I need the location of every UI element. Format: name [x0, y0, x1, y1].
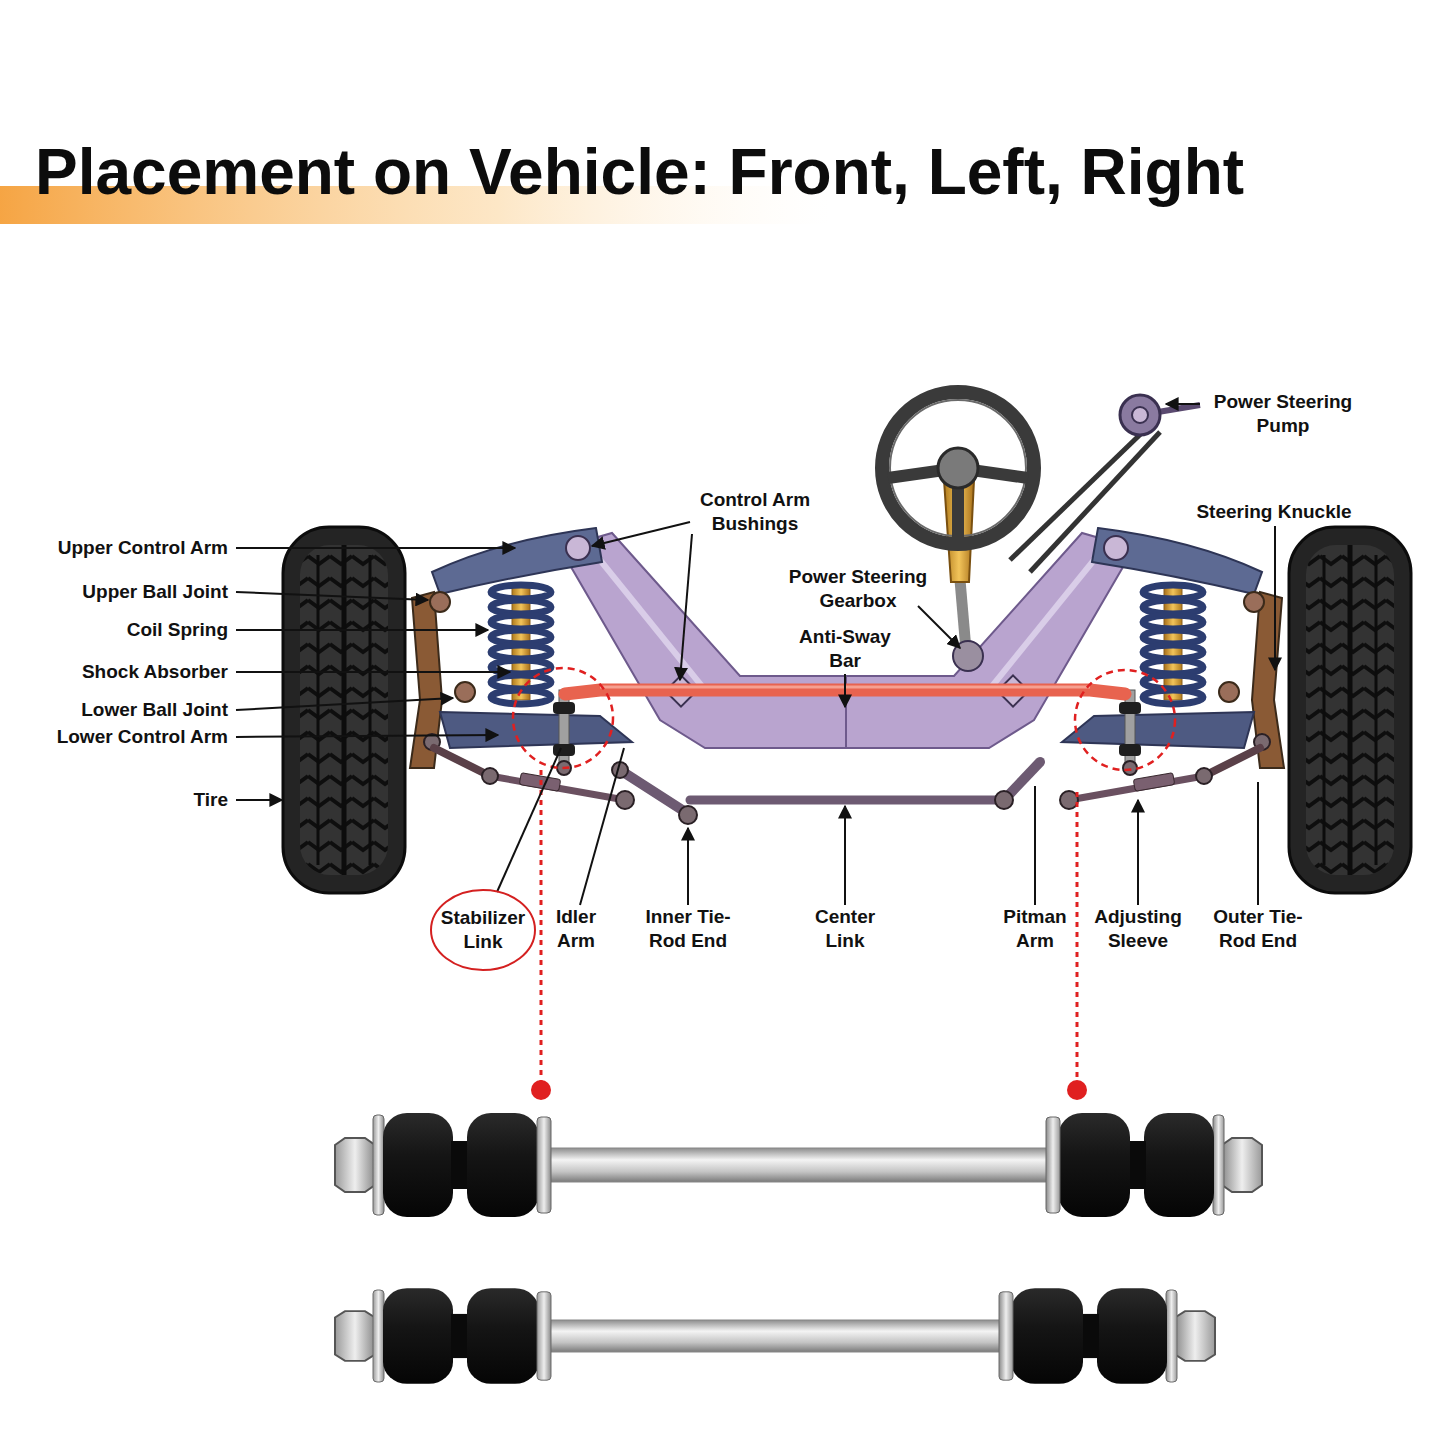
part-label: Tire: [0, 788, 228, 812]
center-link: [690, 796, 1004, 805]
part-label: Upper Ball Joint: [0, 580, 228, 604]
leader-line: [1257, 782, 1259, 905]
part-label: Steering Knuckle: [1174, 500, 1374, 524]
part-label: Lower Control Arm: [0, 725, 228, 749]
dotted-guide: [540, 770, 543, 1090]
leader-line: [497, 748, 561, 892]
steering-shaft: [960, 580, 966, 650]
node-text: Stabilizer Link: [433, 906, 533, 954]
part-label: Upper Control Arm: [0, 536, 228, 560]
leader-line: [918, 606, 960, 648]
guide-dot: [1067, 1080, 1087, 1100]
red-ellipse: [431, 890, 535, 970]
link-end: [335, 1113, 551, 1217]
circled-label: Stabilizer Link: [429, 888, 537, 972]
part-label: Inner Tie-Rod End: [630, 905, 746, 953]
part-label: Center Link: [808, 905, 883, 953]
part-label: Power Steering Pump: [1201, 390, 1366, 438]
link-rod: [545, 1148, 1050, 1182]
leader-line: [844, 674, 846, 707]
leader-line: [1034, 786, 1036, 905]
part-label: Control Arm Bushings: [690, 488, 820, 536]
idler-arm: [620, 770, 690, 815]
part-label: Pitman Arm: [998, 905, 1073, 953]
leader-line: [1166, 403, 1200, 405]
highlight-circle: [1075, 670, 1175, 770]
left-suspension: [283, 527, 848, 893]
part-label: Coil Spring: [0, 618, 228, 642]
leader-line: [844, 806, 846, 905]
link-rod: [545, 1320, 1003, 1352]
part-label: Power Steering Gearbox: [778, 565, 938, 613]
bolt: [995, 791, 1013, 809]
part-label: Idler Arm: [546, 905, 606, 953]
dotted-guide: [1076, 792, 1079, 1090]
link-end: [335, 1288, 551, 1384]
leader-line: [236, 799, 282, 801]
part-label: Lower Ball Joint: [0, 698, 228, 722]
leader-line: [236, 671, 510, 673]
leader-line: [1137, 800, 1139, 905]
wheel-hub: [938, 448, 978, 488]
pump-pulley: [1132, 407, 1148, 423]
node-outline: [429, 888, 537, 972]
leader-line: [580, 748, 624, 905]
leader-line: [236, 735, 498, 737]
link-end: [1046, 1113, 1262, 1217]
leader-line: [592, 522, 690, 546]
drive-belt: [1030, 432, 1160, 572]
right-suspension: [846, 527, 1411, 893]
part-label: Outer Tie-Rod End: [1200, 905, 1316, 953]
leader-line: [687, 828, 689, 905]
power-steering-pump: [1120, 395, 1160, 435]
link-end: [999, 1288, 1215, 1384]
bolt: [679, 806, 697, 824]
part-label: Adjusting Sleeve: [1088, 905, 1188, 953]
part-label: Shock Absorber: [0, 660, 228, 684]
node-text-holder: Stabilizer Link: [433, 906, 533, 954]
guide-dot: [531, 1080, 551, 1100]
highlight-circle: [513, 668, 613, 768]
leader-line: [680, 534, 692, 680]
steering-wheel: [882, 392, 1034, 544]
leader-line: [236, 629, 488, 631]
leader-line: [236, 698, 453, 710]
leader-line: [236, 547, 515, 549]
leader-line: [1274, 526, 1276, 670]
page-title: Placement on Vehicle: Front, Left, Right: [35, 140, 1244, 204]
leader-line: [236, 592, 428, 600]
part-label: Anti-Sway Bar: [790, 625, 900, 673]
